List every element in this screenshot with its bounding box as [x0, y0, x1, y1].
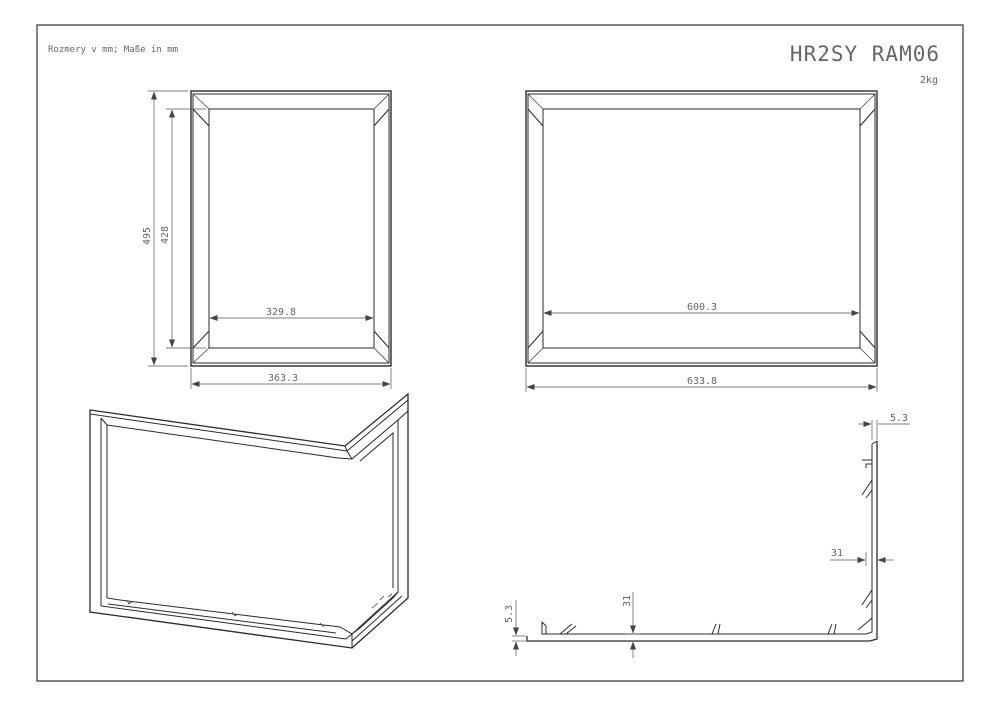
- dim-profile-flange-right: 31: [831, 548, 843, 559]
- dim-front-width-inner: 329.8: [266, 307, 296, 318]
- profile-section-view: 5.3 31 31 5.3: [504, 413, 910, 658]
- dim-front-width-outer: 363.3: [268, 373, 298, 384]
- dim-profile-thickness-top: 5.3: [890, 413, 908, 424]
- sheet-border: [36, 24, 964, 682]
- front-view: 495 428 329.8 363.3: [142, 90, 392, 389]
- side-view: 600.3 633.8: [525, 90, 878, 392]
- isometric-view: [89, 392, 409, 649]
- dim-side-width-outer: 633.8: [687, 376, 717, 387]
- dim-profile-flange-bottom: 31: [622, 595, 633, 607]
- part-code: HR2SY RAM06: [790, 42, 940, 66]
- dim-front-height-outer: 495: [142, 227, 153, 245]
- weight-label: 2kg: [920, 75, 938, 86]
- dim-side-width-inner: 600.3: [687, 302, 717, 313]
- dim-profile-thickness-left: 5.3: [504, 605, 515, 623]
- units-note: Rozmery v mm; Maße in mm: [48, 45, 178, 55]
- dim-front-height-inner: 428: [160, 226, 171, 244]
